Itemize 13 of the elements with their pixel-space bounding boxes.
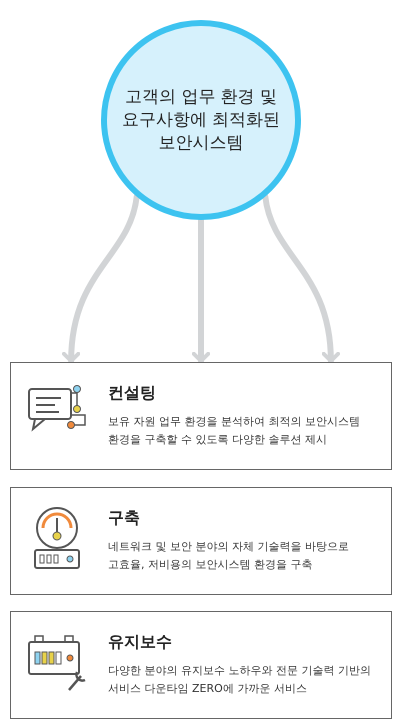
card-title: 유지보수 — [108, 632, 172, 653]
arrow — [262, 194, 340, 364]
card-title: 구축 — [108, 508, 140, 529]
card-description: 다양한 분야의 유지보수 노하우와 전문 기술력 기반의 서비스 다운타임 ZERO에 가까운 서비스 — [108, 663, 372, 697]
node-text: 고객의 업무 환경 및 요구사항에 최적화된 보안시스템 — [121, 86, 281, 154]
service-card — [10, 487, 392, 595]
card-description: 보유 자원 업무 환경을 분석하여 최적의 보안시스템 환경을 구축할 수 있도록 다양한 솔루션 제시 — [108, 414, 361, 448]
arrow — [192, 217, 210, 364]
service-card — [10, 611, 392, 719]
arrow — [62, 194, 140, 364]
service-card — [10, 362, 392, 470]
card-description: 네트워크 및 보안 분야의 자체 기술력을 바탕으로 고효율, 저비용의 보안시스템 환경을 구축 — [108, 539, 350, 573]
card-title: 컨설팅 — [108, 383, 156, 404]
